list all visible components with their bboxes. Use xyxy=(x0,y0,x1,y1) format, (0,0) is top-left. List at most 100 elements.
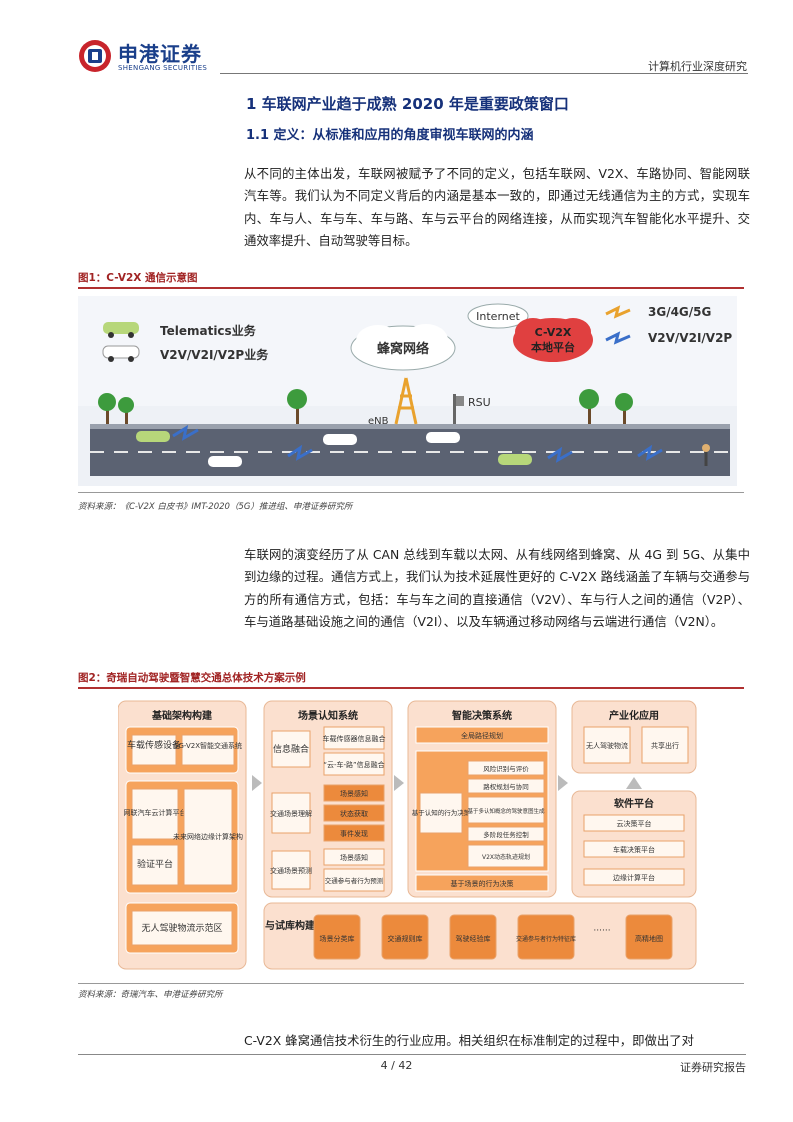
tree-icon xyxy=(615,393,633,424)
decision-item-5: V2X动态轨迹规划 xyxy=(482,853,530,861)
footer-rule xyxy=(78,1054,746,1055)
signal-links-icon xyxy=(172,424,663,463)
cloud-icon xyxy=(350,324,456,371)
db-2-label: 交通规则库 xyxy=(388,934,423,943)
predict-a-label: 场景感知 xyxy=(340,853,368,862)
figure1-title: 图1：C-V2X 通信示意图 xyxy=(78,272,198,284)
report-type: 计算机行业深度研究 xyxy=(648,60,747,73)
database-icon xyxy=(517,914,575,960)
platform-label-1: C-V2X xyxy=(535,326,572,339)
software-item-3: 边缘计算平台 xyxy=(613,873,655,882)
predict-label: 交通场景预测 xyxy=(270,866,312,875)
db-4-label: 交通参与者行为特征库 xyxy=(516,935,576,943)
cog-decision-label: 基于认知的行为决策 xyxy=(412,808,471,817)
paragraph-evolution: 车联网的演变经历了从 CAN 总线到车载以太网、从有线网络到蜂窝、从 4G 到 … xyxy=(244,547,750,629)
fusion-b-label: “云-车-路”信息融合 xyxy=(323,760,384,769)
industry-b-label: 共享出行 xyxy=(651,741,679,750)
arrow-right-icon xyxy=(252,775,262,791)
car-icon xyxy=(102,345,140,362)
decision-item-2: 路权规划与协同 xyxy=(483,782,529,791)
brand-name: 申港证券 xyxy=(118,42,202,66)
5g-v2x-label: 5G-V2X智能交通系统 xyxy=(174,741,242,750)
understand-c-label: 事件发现 xyxy=(340,829,368,838)
database-icon xyxy=(381,914,429,960)
infrastructure-title: 基础架构构建 xyxy=(151,709,213,722)
paragraph-definition: 从不同的主体出发，车联网被赋予了不同的定义，包括车联网、V2X、车路协同、智能网… xyxy=(244,166,750,248)
tower-icon xyxy=(394,377,418,425)
decision-item-1: 风险识别与评价 xyxy=(483,764,529,773)
tree-icon xyxy=(579,389,599,424)
paragraph-continued: C-V2X 蜂窝通信技术衍生的行业应用。相关组织在标准制定的过程中，即做出了对 xyxy=(244,1033,695,1048)
g345-label: 3G/4G/5G xyxy=(648,305,711,319)
telematics-label: Telematics业务 xyxy=(160,323,257,338)
brand-name-en: SHENGANG SECURITIES xyxy=(118,64,208,72)
scene-decision-label: 基于场景的行为决策 xyxy=(451,879,514,888)
car-icon xyxy=(498,454,532,465)
subsection-heading: 1.1 定义：从标准和应用的角度审视车联网的内涵 xyxy=(246,128,534,143)
arrow-right-icon xyxy=(558,775,568,791)
database-icon xyxy=(449,914,497,960)
software-title: 软件平台 xyxy=(614,797,654,810)
car-icon xyxy=(136,431,170,442)
testbase-label: 与试库构建 xyxy=(265,919,316,932)
figure1-rule xyxy=(78,287,744,289)
verification-label: 验证平台 xyxy=(137,858,173,870)
decision-item-3: 基于多认知概念的驾驶意图生成 xyxy=(467,807,545,815)
tree-icon xyxy=(98,393,116,424)
footer-label: 证券研究报告 xyxy=(680,1061,746,1074)
section-heading: 1 车联网产业趋于成熟 2020 年是重要政策窗口 xyxy=(246,95,569,113)
database-icon xyxy=(313,914,361,960)
cellular-label: 蜂窝网络 xyxy=(377,341,429,357)
car-icon xyxy=(426,432,460,443)
v2links-label: V2V/V2I/V2P xyxy=(648,331,732,345)
internet-label: Internet xyxy=(476,310,520,323)
lightning-blue-icon xyxy=(605,331,631,345)
rsu-label: RSU xyxy=(468,396,491,409)
understand-label: 交通场景理解 xyxy=(270,809,312,818)
company-logo-icon xyxy=(79,40,111,72)
page-number: 4 / 42 xyxy=(380,1059,413,1072)
header-rule xyxy=(220,73,748,74)
fusion-label: 信息融合 xyxy=(273,743,309,755)
car-icon xyxy=(323,434,357,445)
arrow-up-icon xyxy=(626,777,642,789)
figure1-source-rule xyxy=(78,492,744,493)
figure1-source: 资料来源：《C-V2X 白皮书》IMT-2020（5G）推进组、申港证券研究所 xyxy=(78,502,353,512)
decision-item-4: 多阶段任务控制 xyxy=(483,830,529,839)
scene-cognition-title: 场景认知系统 xyxy=(298,709,358,722)
car-icon xyxy=(103,322,139,338)
arrow-right-icon xyxy=(394,775,404,791)
v2x-service-label: V2V/V2I/V2P业务 xyxy=(160,347,269,362)
understand-a-label: 场景感知 xyxy=(340,789,368,798)
figure2-source: 资料来源：奇瑞汽车、申港证券研究所 xyxy=(78,990,223,1000)
database-icon xyxy=(625,914,673,960)
figure2-source-rule xyxy=(78,983,744,984)
onboard-sensor-label: 车载传感设备 xyxy=(127,739,181,751)
fusion-a-label: 车载传感器信息融合 xyxy=(323,734,386,743)
software-item-2: 车载决策平台 xyxy=(613,845,655,854)
decision-title: 智能决策系统 xyxy=(452,709,512,722)
db-ellipsis: ······ xyxy=(593,926,610,936)
software-item-1: 云决策平台 xyxy=(617,819,652,828)
enb-label: eNB xyxy=(368,416,389,427)
db-5-label: 高精地图 xyxy=(635,934,663,943)
db-1-label: 场景分类库 xyxy=(320,934,355,943)
global-path-label: 全局路径规划 xyxy=(461,731,503,740)
figure2-title: 图2：奇瑞自动驾驶暨智慧交通总体技术方案示例 xyxy=(78,672,306,684)
cloud-platform-label: 网联汽车云计算平台 xyxy=(124,808,187,817)
internet-cloud-icon xyxy=(467,303,529,329)
industry-title: 产业化应用 xyxy=(609,709,659,722)
predict-b-label: 交通参与者行为预测 xyxy=(325,876,384,885)
tree-icon xyxy=(287,389,307,424)
figure2-rule xyxy=(78,687,744,689)
db-3-label: 驾驶经验库 xyxy=(456,934,491,943)
rsu-icon xyxy=(453,394,464,424)
tree-icon xyxy=(118,397,134,424)
pedestrian-icon xyxy=(702,444,710,466)
understand-b-label: 状态获取 xyxy=(340,809,368,818)
industry-a-label: 无人驾驶物流 xyxy=(586,741,628,750)
cv2x-diagram: Telematics业务 V2V/V2I/V2P业务 蜂窝网络 Internet… xyxy=(78,296,737,486)
lightning-orange-icon xyxy=(605,305,631,319)
edge-computing-label: 未来网络边缘计算架构 xyxy=(173,832,243,841)
platform-label-2: 本地平台 xyxy=(531,340,575,354)
